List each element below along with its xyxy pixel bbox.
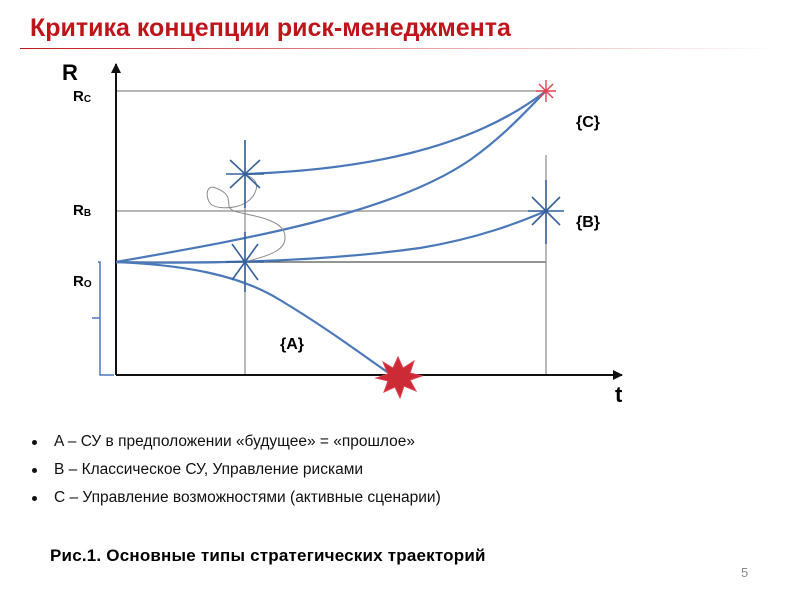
trajectory-b (115, 209, 547, 264)
figure-caption: Рис.1. Основные типы стратегических трае… (50, 546, 486, 565)
level-label-b: RB (73, 202, 91, 219)
level-label-b-main: R (73, 202, 84, 219)
level-label-o-main: R (73, 273, 84, 290)
level-label-c-sub: C (84, 94, 91, 105)
level-label-b-sub: B (84, 208, 91, 219)
curve-label-a: {A} (280, 336, 304, 353)
trajectory-diagram: R t RC RB RO {C} {B} {A} (62, 60, 623, 407)
curve-label-b: {B} (576, 214, 600, 231)
burst-a-end (374, 355, 424, 400)
slide-title: Критика концепции риск-менеджмента (30, 14, 511, 42)
star-marker-lower (226, 232, 264, 292)
title-underline (20, 48, 780, 49)
trajectory-c-upper (244, 90, 547, 176)
legend-list: A – СУ в предположении «будущее» = «прош… (30, 432, 441, 516)
trajectory-a (115, 260, 397, 379)
x-axis-label: t (615, 382, 623, 407)
jump-loop (206, 173, 286, 263)
legend-item-c: C – Управление возможностями (активные с… (30, 488, 441, 516)
star-marker-upper (226, 140, 264, 208)
trajectory-c-lower (115, 90, 547, 264)
level-label-c: RC (73, 88, 91, 105)
level-label-c-main: R (73, 88, 84, 105)
level-label-o-sub: O (84, 279, 92, 290)
curve-label-c: {C} (576, 114, 600, 131)
y-axis-label: R (62, 60, 78, 85)
level-label-o: RO (73, 273, 92, 290)
star-marker-b (528, 180, 564, 244)
star-marker-c-end (536, 80, 556, 102)
page-number: 5 (741, 565, 749, 580)
left-bracket (92, 261, 114, 376)
legend-item-a: A – СУ в предположении «будущее» = «прош… (30, 432, 441, 460)
legend-item-b: B – Классическое СУ, Управление рисками (30, 460, 441, 488)
